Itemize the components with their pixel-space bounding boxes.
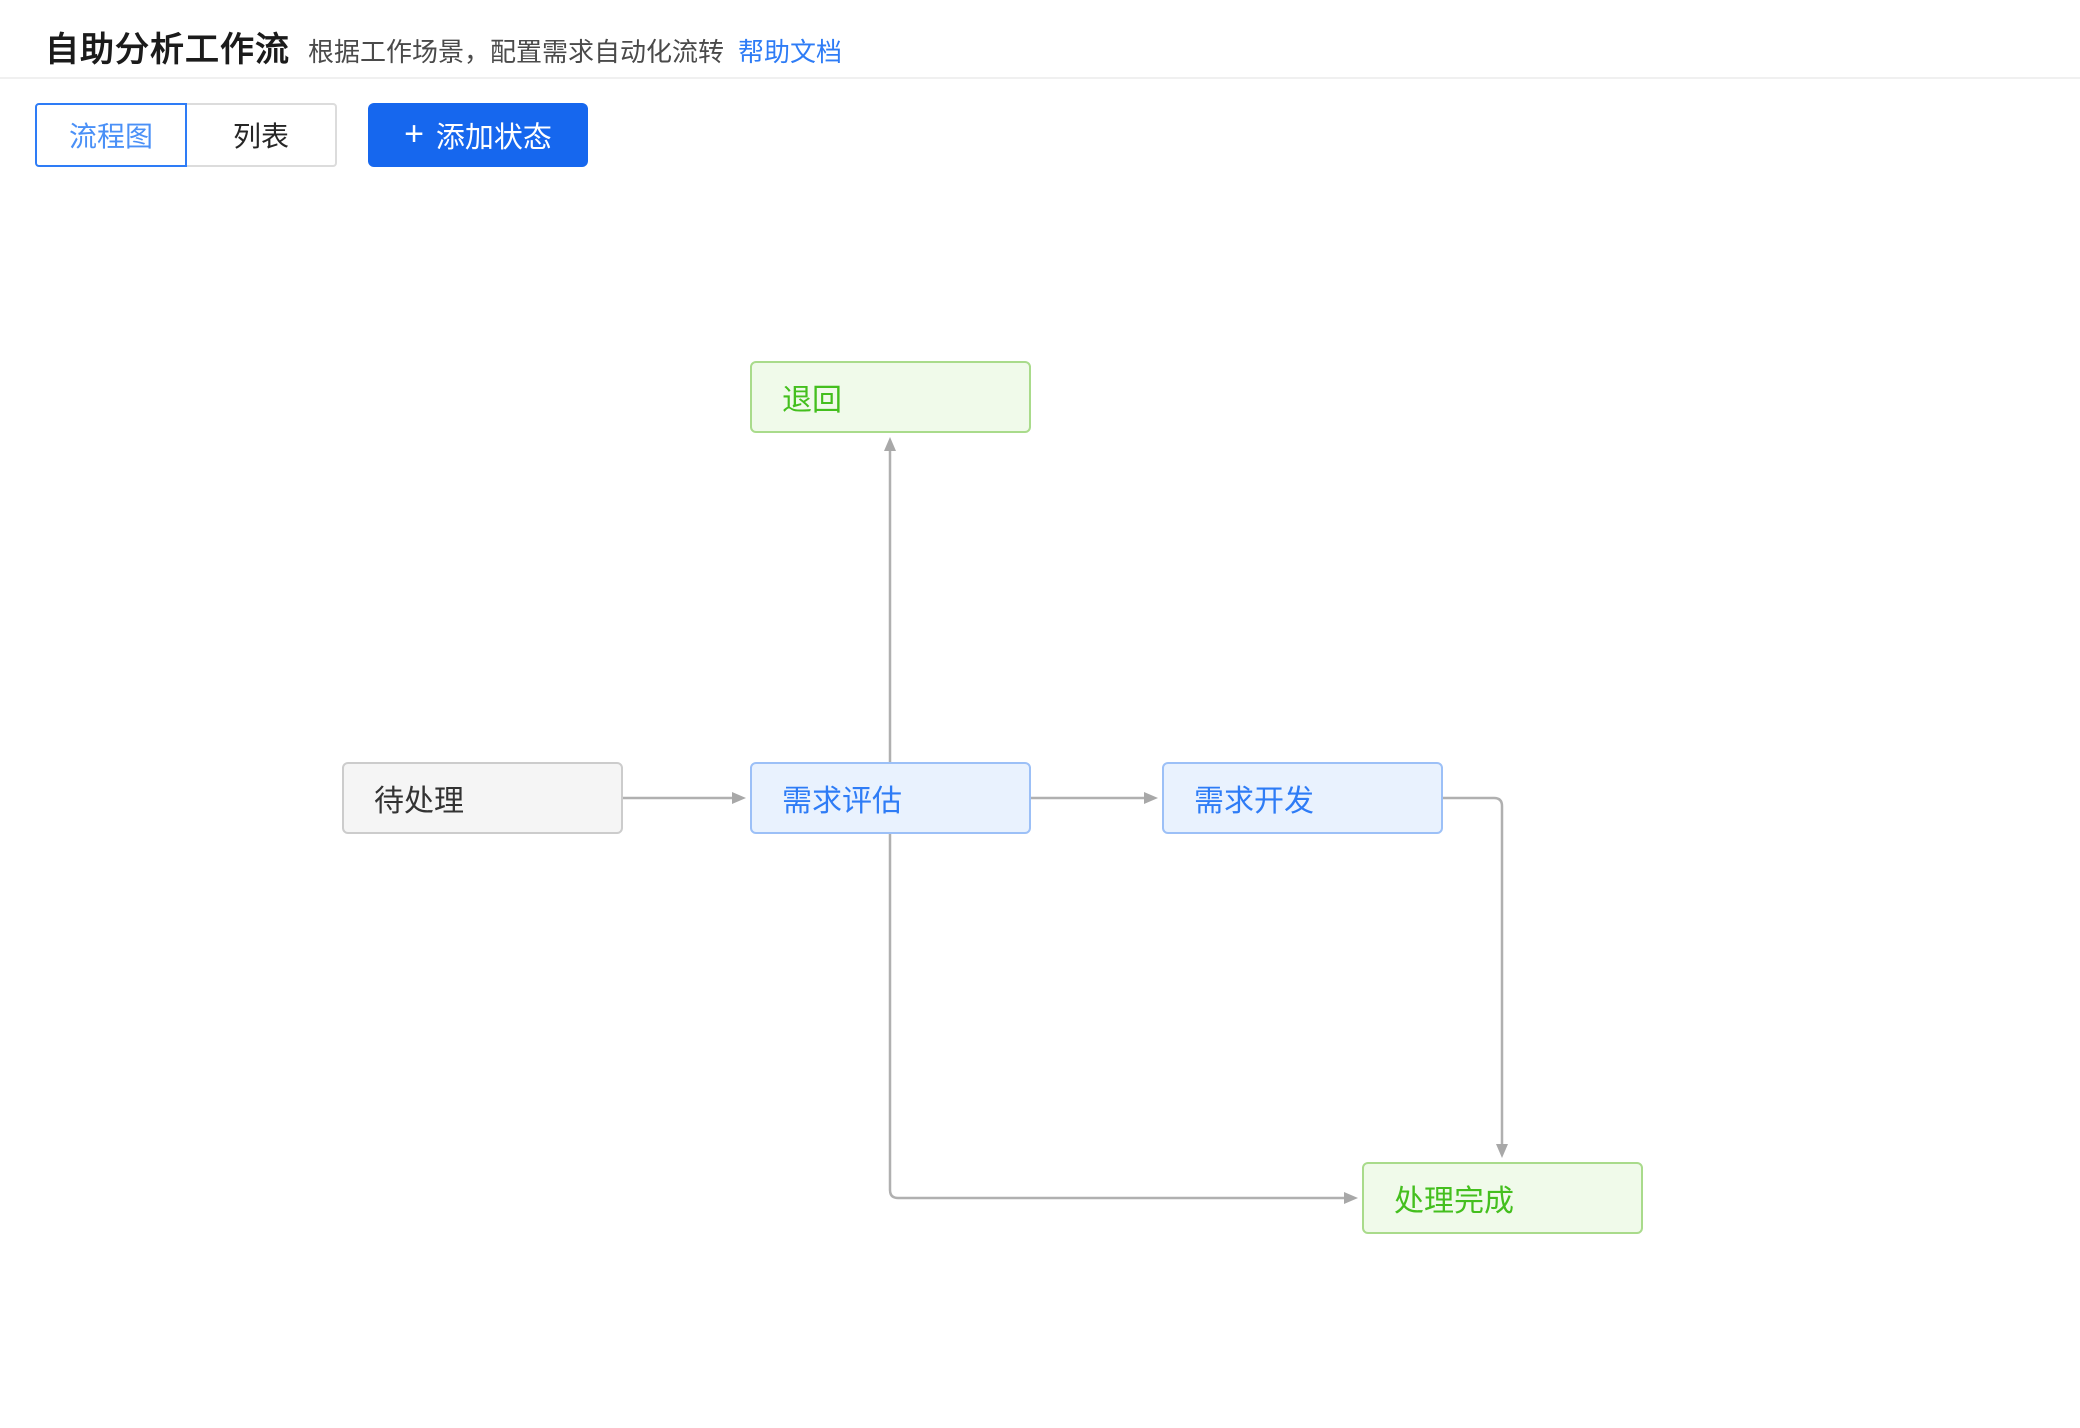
node-done[interactable]: 处理完成 [1362,1162,1643,1234]
edge-dev-to-done [1443,796,1508,1158]
page-title: 自助分析工作流 [45,31,290,69]
tab-flowchart[interactable]: 流程图 [35,103,187,167]
node-requirement-eval[interactable]: 需求评估 [750,762,1031,834]
tab-list[interactable]: 列表 [185,103,337,167]
edge-eval-to-done [888,834,1358,1204]
page-header: 自助分析工作流 根据工作场景，配置需求自动化流转 帮助文档 [0,0,2080,79]
page-subtitle: 根据工作场景，配置需求自动化流转 [308,37,725,67]
workflow-canvas: 待处理 需求评估 需求开发 退回 处理完成 [0,81,2080,1428]
add-status-label: 添加状态 [435,122,552,154]
add-status-button[interactable]: + 添加状态 [368,103,588,167]
plus-icon: + [404,115,424,153]
node-requirement-dev[interactable]: 需求开发 [1162,762,1443,834]
node-pending[interactable]: 待处理 [342,762,623,834]
help-doc-link[interactable]: 帮助文档 [738,37,843,67]
node-return[interactable]: 退回 [750,361,1031,433]
flow-edges [622,437,1508,1204]
view-toggle: 流程图 列表 [35,103,337,167]
